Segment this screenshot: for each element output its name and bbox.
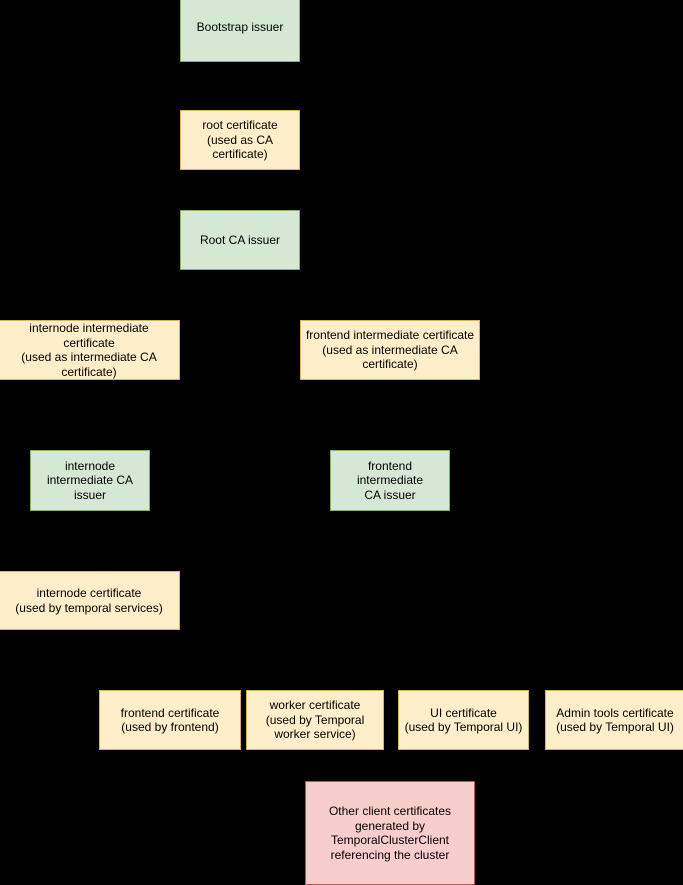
- arrowhead-icon: [311, 683, 319, 690]
- node-admin-tools-certificate[interactable]: Admin tools certificate (used by Tempora…: [545, 690, 683, 750]
- connector-frontend-intermediate-ca-issuer-to-frontend-certificate: [169, 511, 391, 690]
- arrowhead-icon: [85, 564, 93, 571]
- node-worker-certificate[interactable]: worker certificate (used by Temporal wor…: [246, 690, 384, 750]
- arrowhead-icon: [85, 313, 93, 320]
- connector-frontend-intermediate-ca-issuer-to-admin-tools-certificate: [389, 511, 616, 690]
- connector-internode-intermediate-ca-issuer-to-internode-certificate: [88, 511, 91, 571]
- node-label: UI certificate (used by Temporal UI): [404, 705, 523, 735]
- connector-frontend-intermediate-ca-issuer-to-ui-certificate: [389, 511, 464, 690]
- node-root-ca-issuer[interactable]: Root CA issuer: [180, 210, 300, 270]
- arrowhead-icon: [386, 313, 394, 320]
- node-ui-certificate[interactable]: UI certificate (used by Temporal UI): [398, 690, 529, 750]
- connector-frontend-intermediate-ca-issuer-to-worker-certificate: [314, 511, 391, 690]
- arrowhead-icon: [236, 203, 244, 210]
- node-internode-certificate[interactable]: internode certificate (used by temporal …: [0, 571, 180, 630]
- connector-root-ca-issuer-to-frontend-intermediate-certificate: [239, 270, 391, 320]
- node-label: Other client certificates generated by T…: [328, 804, 452, 862]
- node-label: internode intermediate CA issuer: [46, 458, 134, 502]
- node-label: frontend intermediate certificate (used …: [305, 328, 475, 372]
- node-label: root certificate (used as CA certificate…: [202, 118, 278, 162]
- arrowhead-icon: [86, 443, 94, 450]
- arrowhead-icon: [166, 683, 174, 690]
- node-frontend-intermediate-ca-issuer[interactable]: frontend intermediate CA issuer: [330, 450, 450, 511]
- arrowhead-icon: [386, 774, 394, 781]
- arrowhead-icon: [386, 443, 394, 450]
- arrowhead-icon: [236, 103, 244, 110]
- node-other-client-certificates[interactable]: Other client certificates generated by T…: [305, 781, 475, 885]
- node-label: Root CA issuer: [199, 232, 281, 247]
- node-label: internode certificate (used by temporal …: [15, 586, 163, 615]
- node-frontend-certificate[interactable]: frontend certificate (used by frontend): [99, 690, 241, 750]
- node-label: Bootstrap issuer: [196, 19, 284, 34]
- node-bootstrap-issuer[interactable]: Bootstrap issuer: [180, 0, 300, 62]
- connector-internode-intermediate-certificate-to-internode-intermediate-ca-issuer: [88, 380, 91, 450]
- connector-root-ca-issuer-to-internode-intermediate-certificate: [88, 270, 241, 320]
- node-label: frontend certificate (used by frontend): [120, 705, 220, 735]
- node-label: internode intermediate certificate (used…: [21, 321, 157, 379]
- arrowhead-icon: [459, 683, 468, 690]
- node-label: frontend intermediate CA issuer: [356, 458, 424, 502]
- arrowhead-icon: [611, 683, 619, 690]
- node-label: worker certificate (used by Temporal wor…: [265, 698, 365, 742]
- node-internode-intermediate-ca-issuer[interactable]: internode intermediate CA issuer: [30, 450, 150, 511]
- node-internode-intermediate-certificate[interactable]: internode intermediate certificate (used…: [0, 320, 180, 380]
- node-label: Admin tools certificate (used by Tempora…: [556, 705, 674, 735]
- node-root-certificate[interactable]: root certificate (used as CA certificate…: [180, 110, 300, 170]
- node-frontend-intermediate-certificate[interactable]: frontend intermediate certificate (used …: [300, 320, 480, 380]
